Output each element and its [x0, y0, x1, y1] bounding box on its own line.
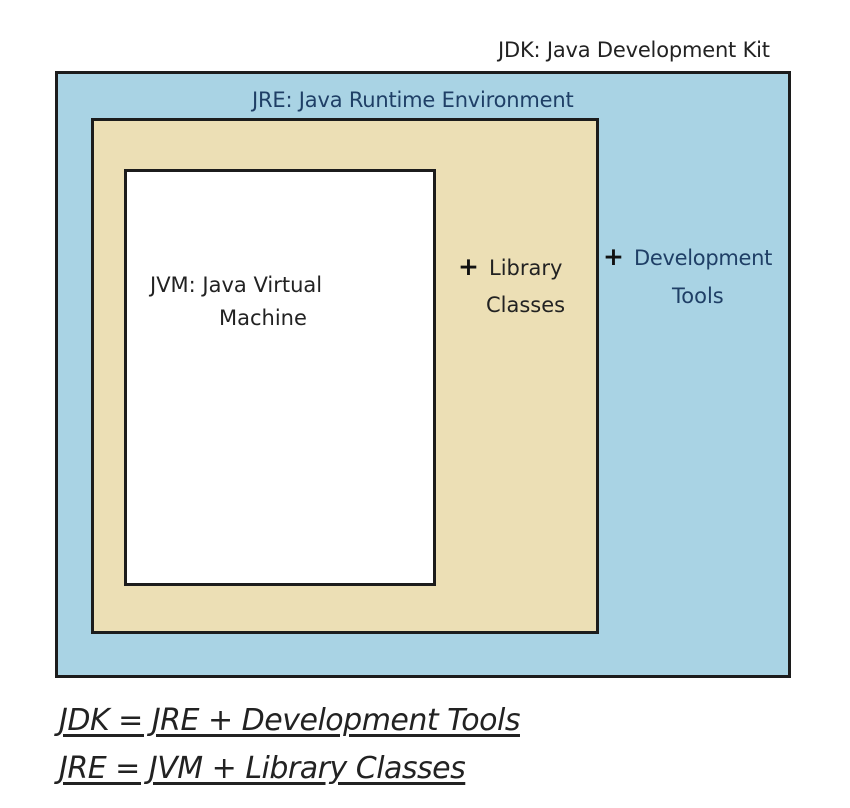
jvm-label-line1: JVM: Java Virtual: [150, 273, 323, 297]
library-classes-plus: +: [458, 252, 479, 281]
jvm-label-line2: Machine: [219, 306, 307, 330]
jvm-box: [124, 169, 436, 586]
equation-jre: JRE = JVM + Library Classes: [59, 751, 466, 786]
library-classes-label-line1: Library: [489, 256, 563, 280]
development-tools-label-line1: Development: [634, 246, 773, 270]
jdk-label: JDK: Java Development Kit: [498, 38, 770, 62]
library-classes-label-line2: Classes: [486, 293, 566, 317]
jre-label: JRE: Java Runtime Environment: [252, 88, 574, 112]
development-tools-label-line2: Tools: [672, 284, 724, 308]
equation-jdk: JDK = JRE + Development Tools: [59, 703, 520, 738]
development-tools-plus: +: [603, 242, 624, 271]
